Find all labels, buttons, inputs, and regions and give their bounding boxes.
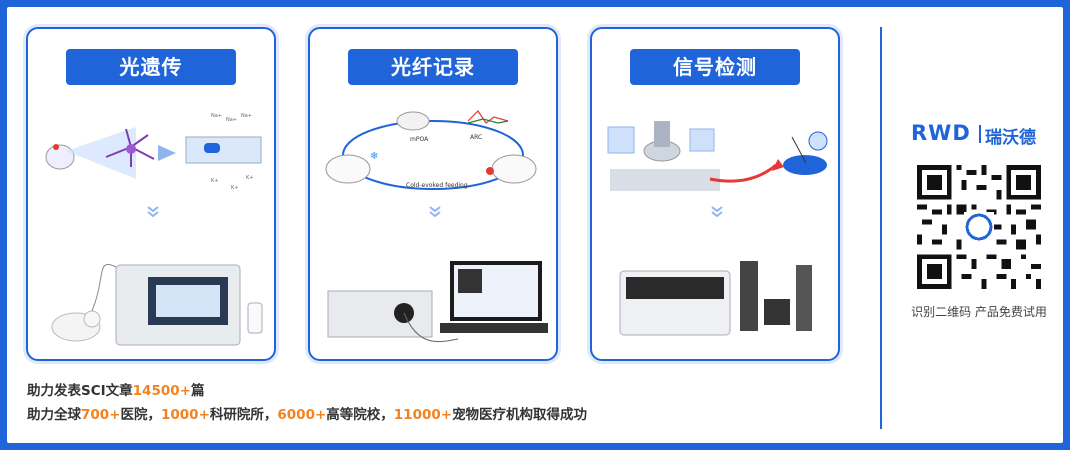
- card-title: 光纤记录: [348, 49, 518, 85]
- stats-text-part: 助力发表SCI文章: [27, 383, 133, 399]
- stats-text-part: 助力全球: [27, 407, 81, 423]
- svg-text:K+: K+: [246, 175, 253, 181]
- svg-text:Na+: Na+: [226, 117, 237, 123]
- card-title: 信号检测: [630, 49, 800, 85]
- svg-text:K+: K+: [211, 178, 218, 184]
- vertical-divider: [880, 27, 882, 429]
- chevron-down-icon: [429, 206, 441, 218]
- card-fiber-photometry[interactable]: 光纤记录 ❄ mPOA ARC Cold-evoked feeding: [308, 27, 558, 361]
- card-title: 光遗传: [66, 49, 236, 85]
- optogenetics-illustration: Na+ Na+ Na+ K+ K+ K+: [45, 113, 262, 191]
- stats-number: 6000+: [277, 407, 327, 423]
- stats-number: 1000+: [161, 407, 210, 423]
- qr-code[interactable]: [917, 165, 1041, 289]
- cold-feeding-label: Cold-evoked feeding: [406, 182, 468, 189]
- optogenetics-device-image: [51, 263, 263, 346]
- fiber-photometry-illustration: ❄ mPOA ARC Cold-evoked feeding: [325, 110, 537, 190]
- chevron-down-icon: [147, 206, 159, 218]
- brand-separator: [979, 125, 981, 143]
- stats-line-2: 助力全球700+医院，1000+科研院所，6000+高等院校，11000+宠物医…: [27, 403, 587, 427]
- card-signal-detection[interactable]: 信号检测: [590, 27, 840, 361]
- stats-number: 700+: [81, 407, 121, 423]
- chevron-down-icon: [711, 206, 723, 218]
- stats-number: 11000+: [393, 407, 453, 423]
- brand-logo[interactable]: RWD 瑞沃德: [911, 121, 1051, 148]
- svg-text:Na+: Na+: [211, 113, 222, 119]
- signal-detection-device-image: [619, 261, 812, 336]
- stats-text-part: 宠物医疗机构取得成功: [452, 407, 588, 423]
- card-optogenetics[interactable]: 光遗传 Na+ Na+ Na+ K+ K+ K+: [26, 27, 276, 361]
- stats-text: 助力发表SCI文章14500+篇 助力全球700+医院，1000+科研院所，60…: [27, 379, 587, 427]
- stats-text-part: 科研院所，: [209, 407, 278, 423]
- stats-line-1: 助力发表SCI文章14500+篇: [27, 379, 587, 403]
- qr-caption: 识别二维码 产品免费试用: [911, 305, 1047, 319]
- fiber-photometry-device-image: [327, 261, 548, 343]
- stats-number: 14500+: [132, 383, 191, 399]
- signal-detection-illustration: [607, 121, 828, 191]
- stats-text-part: 高等院校，: [326, 407, 394, 423]
- brand-logo-mark: RWD: [911, 121, 971, 145]
- svg-text:❄: ❄: [370, 151, 378, 162]
- stats-text-part: 医院，: [120, 407, 162, 423]
- arc-label: ARC: [470, 134, 482, 141]
- svg-text:Na+: Na+: [241, 113, 252, 119]
- stats-text-part: 篇: [190, 383, 205, 399]
- mpoa-label: mPOA: [410, 136, 429, 143]
- svg-text:K+: K+: [231, 185, 238, 191]
- brand-name: 瑞沃德: [985, 128, 1036, 148]
- ad-banner: 光遗传 Na+ Na+ Na+ K+ K+ K+: [7, 7, 1063, 443]
